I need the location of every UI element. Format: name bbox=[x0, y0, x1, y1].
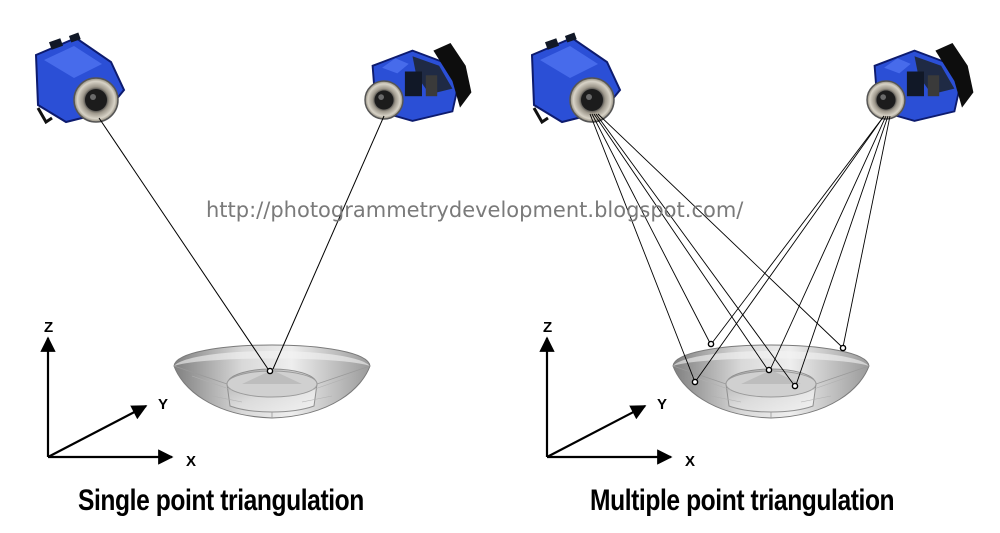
right-y-label: Y bbox=[657, 396, 667, 413]
left-y-axis bbox=[47, 405, 148, 458]
left-ray-1 bbox=[98, 117, 269, 370]
right-target-points bbox=[691, 340, 847, 390]
left-rays bbox=[98, 115, 385, 370]
right-bowl-object bbox=[672, 344, 870, 419]
left-ray-2 bbox=[272, 115, 385, 370]
right-x-label: X bbox=[685, 453, 695, 470]
right-axes bbox=[539, 336, 673, 465]
right-caption: Multiple point triangulation bbox=[590, 484, 895, 517]
watermark-url: http://photogrammetrydevelopment.blogspo… bbox=[206, 198, 744, 222]
left-target-point bbox=[266, 367, 274, 375]
left-z-label: Z bbox=[44, 319, 53, 336]
left-camera-2 bbox=[364, 42, 473, 122]
right-z-label: Z bbox=[543, 319, 552, 336]
right-panel: Z Y X bbox=[530, 31, 975, 470]
left-panel: Z Y X bbox=[34, 31, 473, 470]
right-camera-2 bbox=[866, 42, 975, 122]
left-x-label: X bbox=[186, 453, 196, 470]
left-bowl-object bbox=[173, 344, 371, 419]
left-caption: Single point triangulation bbox=[78, 484, 364, 517]
left-y-label: Y bbox=[158, 396, 168, 413]
right-y-axis bbox=[546, 405, 647, 458]
right-rays bbox=[589, 113, 891, 386]
left-axes bbox=[40, 336, 174, 465]
right-camera-1 bbox=[530, 31, 622, 124]
left-camera-1 bbox=[34, 31, 126, 124]
